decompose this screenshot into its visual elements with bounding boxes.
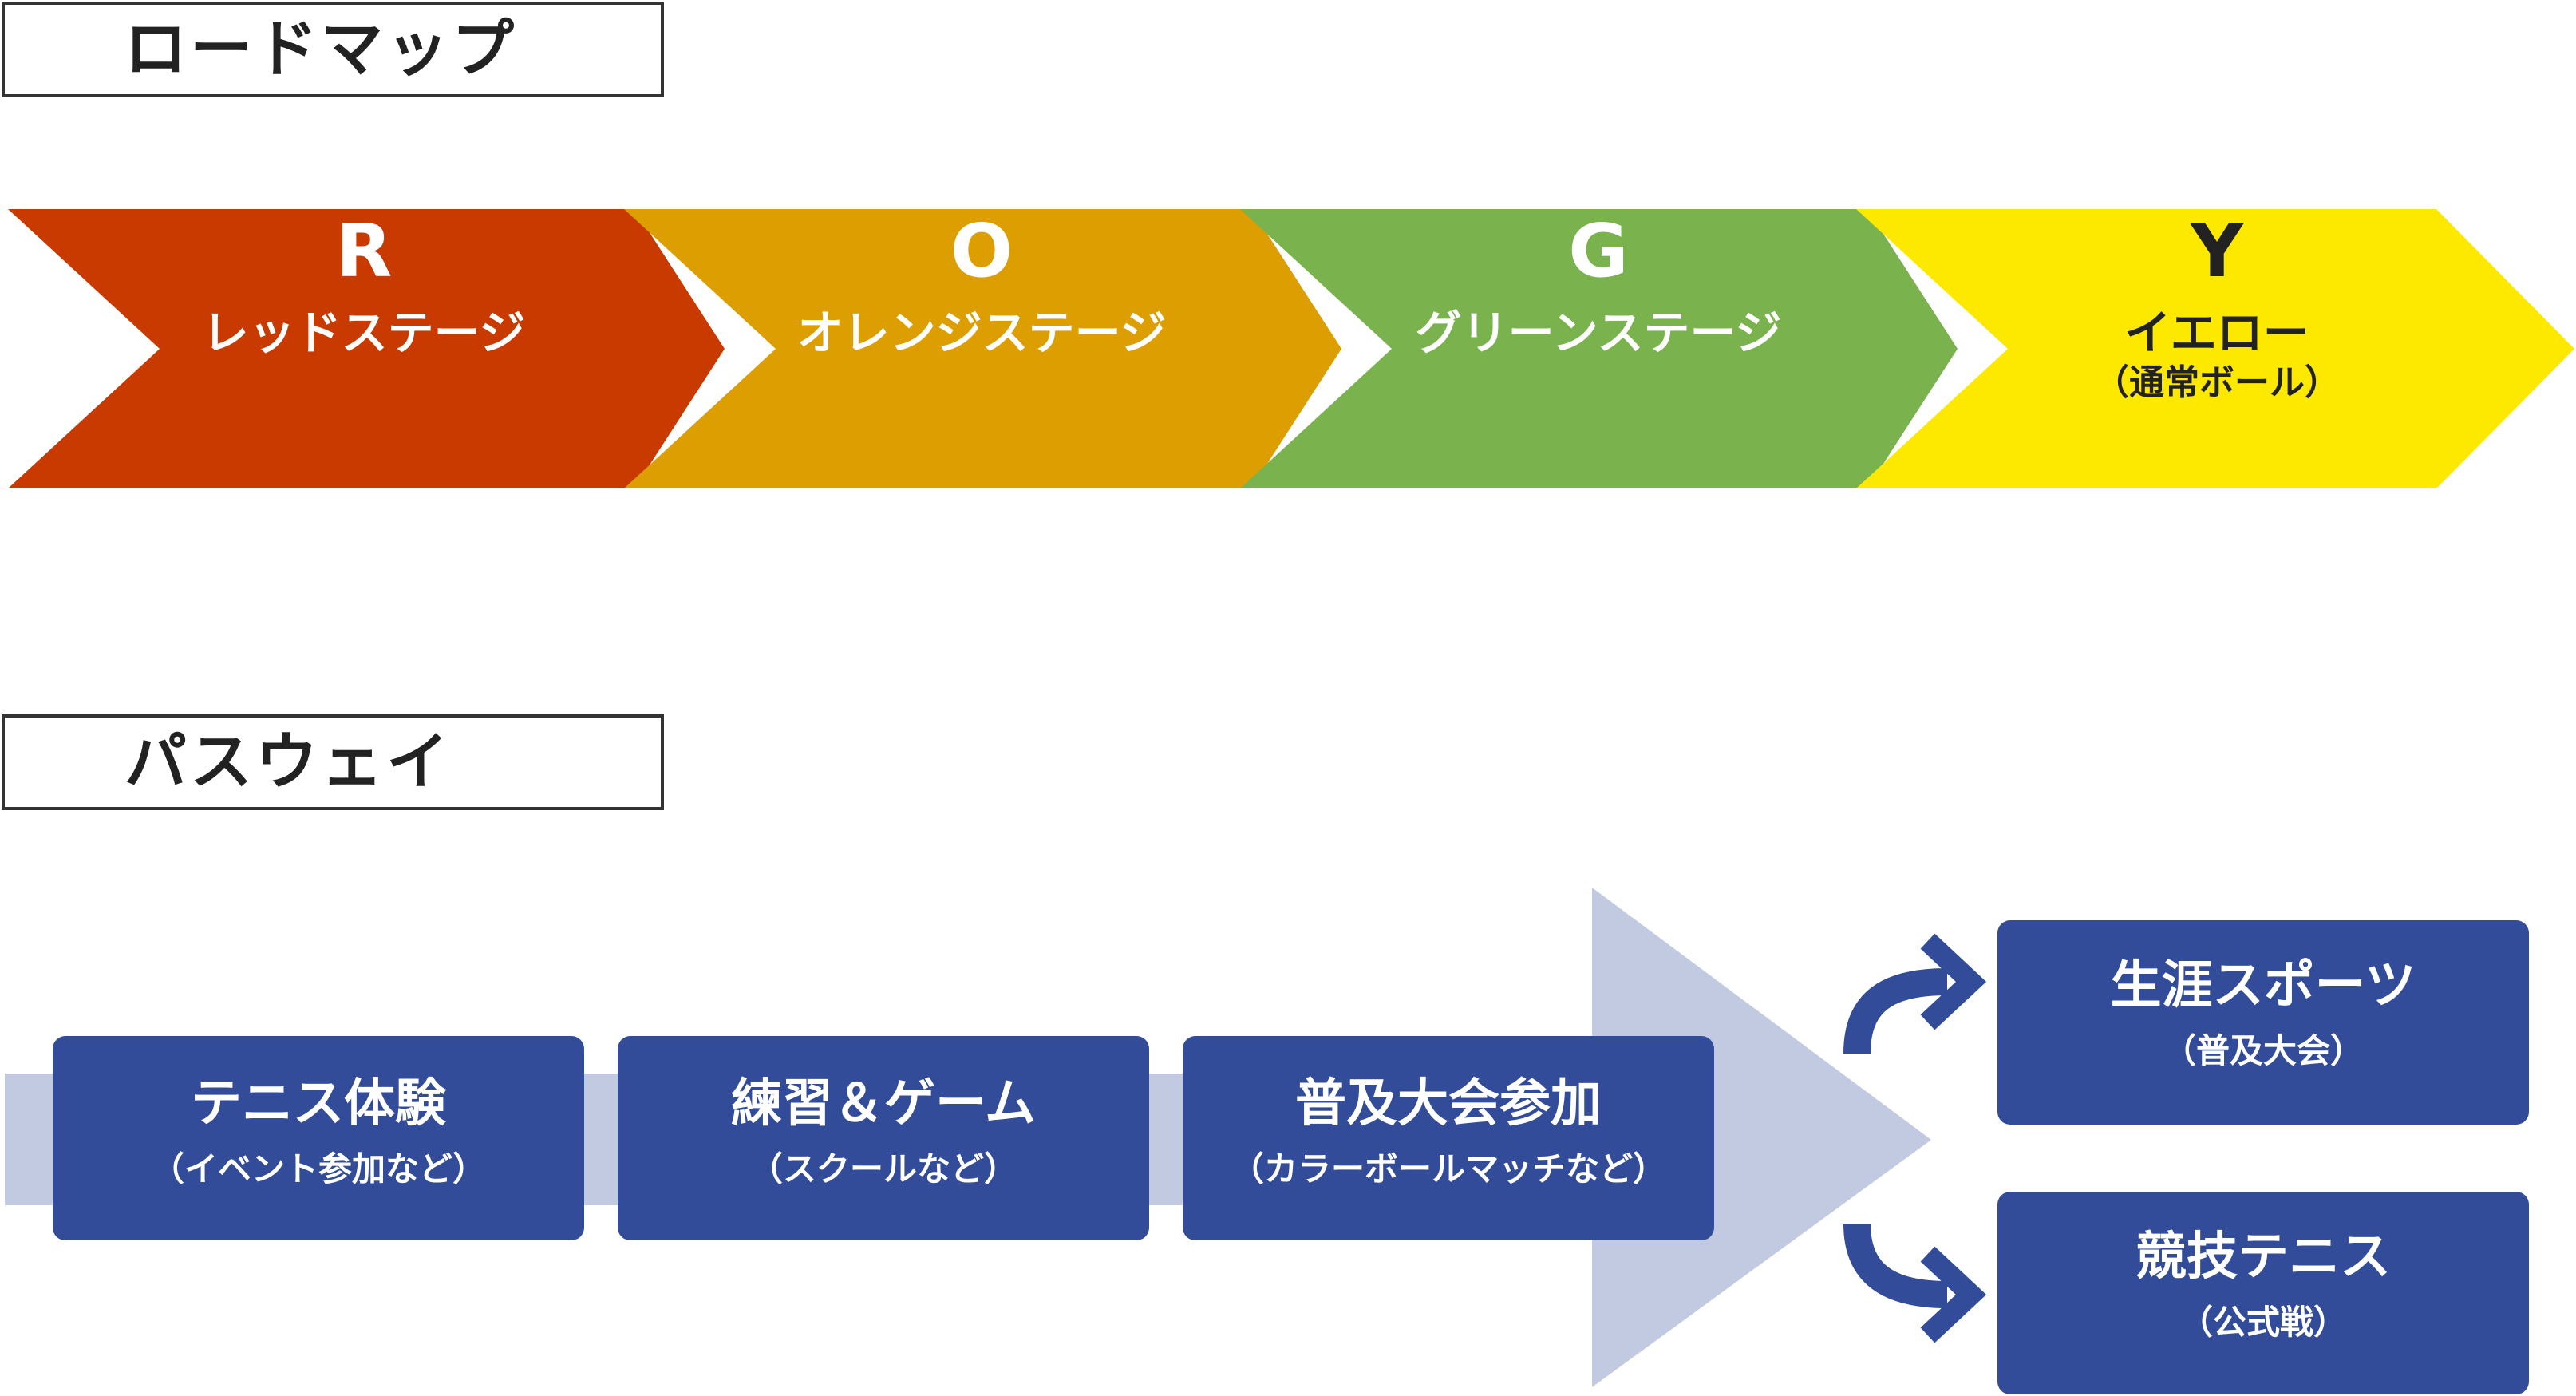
chevron-yellow-stage	[1856, 209, 2574, 488]
stage-orange-label: O オレンジステージ	[622, 208, 1341, 361]
stage-red-letter: R	[335, 208, 393, 294]
stage-green-label: G グリーンステージ	[1239, 208, 1958, 361]
pathway-outcome-competitive-main: 競技テニス	[2135, 1228, 2391, 1287]
chevron-red-stage	[8, 209, 725, 488]
stage-yellow-label: Y イエロー （通常ボール）	[1858, 208, 2576, 405]
branch-arrow-up-head	[1920, 933, 1987, 1030]
pathway-outcome-lifelong: 生涯スポーツ （普及大会）	[1997, 920, 2529, 1125]
pathway-step-tournament-sub: （カラーボールマッチなど）	[1230, 1149, 1666, 1188]
pathway-step-trial-sub: （イベント参加など）	[150, 1149, 486, 1188]
pathway-step-tournament-main: 普及大会参加	[1295, 1074, 1602, 1133]
pathway-outcome-lifelong-sub: （普及大会）	[2162, 1031, 2364, 1070]
pathway-outcome-competitive-sub: （公式戦）	[2179, 1303, 2347, 1342]
branch-arrow-down	[1843, 1223, 1987, 1343]
branch-arrow-down-curve	[1843, 1223, 1948, 1308]
pathway-step-trial-main: テニス体験	[191, 1074, 446, 1133]
branch-arrow-down-head	[1920, 1246, 1987, 1343]
stage-red-label: R レッドステージ	[5, 208, 723, 361]
pathway-big-arrow	[1592, 888, 1931, 1387]
pathway-step-tournament: 普及大会参加 （カラーボールマッチなど）	[1183, 1036, 1714, 1240]
stage-green-letter: G	[1568, 208, 1629, 294]
pathway-title: パスウェイ	[2, 714, 664, 810]
pathway-outcome-lifelong-main: 生涯スポーツ	[2110, 956, 2416, 1015]
pathway-outcome-competitive: 競技テニス （公式戦）	[1997, 1192, 2529, 1394]
roadmap-title: ロードマップ	[2, 2, 664, 97]
stage-red-name: レッドステージ	[202, 306, 526, 360]
pathway-step-practice-main: 練習＆ゲーム	[730, 1074, 1037, 1133]
chevron-orange-stage	[624, 209, 1341, 488]
branch-arrow-up-curve	[1843, 968, 1948, 1054]
pathway-step-trial: テニス体験 （イベント参加など）	[53, 1036, 584, 1240]
stage-orange-letter: O	[950, 208, 1013, 294]
pathway-step-practice-sub: （スクールなど）	[749, 1149, 1017, 1188]
stage-orange-name: オレンジステージ	[796, 306, 1167, 360]
stage-yellow-name: イエロー	[2124, 306, 2309, 360]
stage-green-name: グリーンステージ	[1415, 306, 1782, 360]
stage-yellow-sub: （通常ボール）	[2094, 362, 2340, 403]
chevron-green-stage	[1240, 209, 1958, 488]
pathway-step-practice: 練習＆ゲーム （スクールなど）	[618, 1036, 1149, 1240]
stage-yellow-letter: Y	[2190, 208, 2244, 294]
branch-arrow-up	[1843, 933, 1987, 1054]
